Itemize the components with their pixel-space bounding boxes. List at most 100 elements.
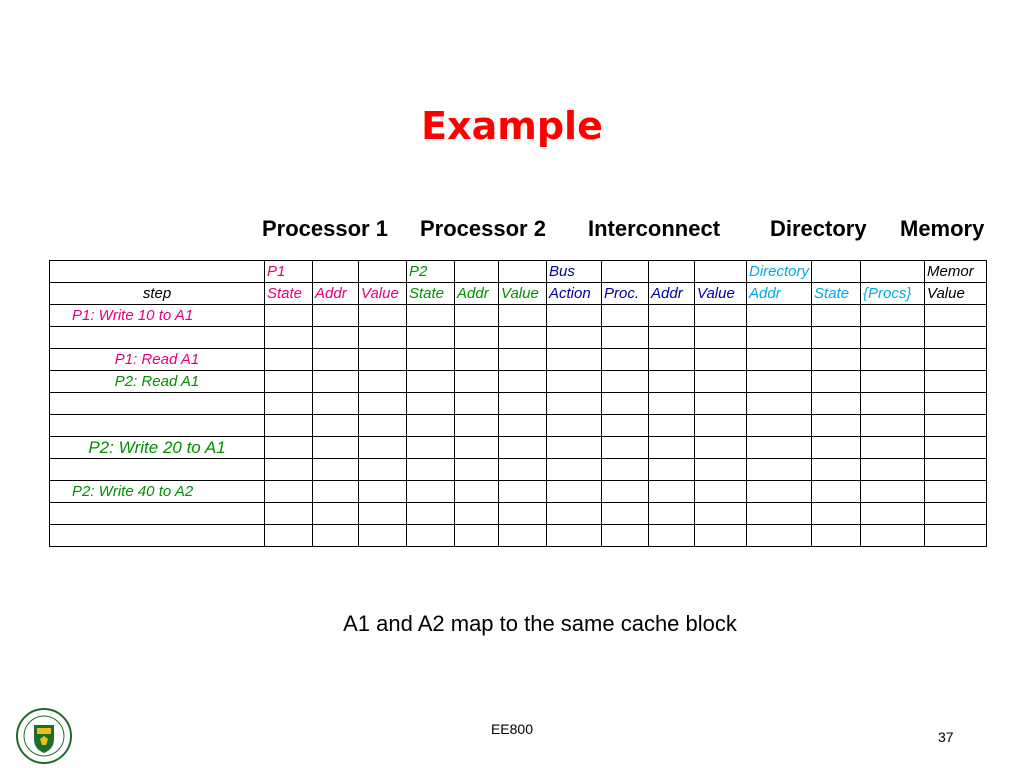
empty-cell [264,392,313,415]
empty-cell [264,502,313,525]
step-cell [49,502,265,525]
empty-cell [454,480,499,503]
empty-cell [498,326,547,349]
step-cell: P2: Write 40 to A2 [49,480,265,503]
empty-cell [358,458,407,481]
empty-cell [498,502,547,525]
header-cell: P2 [406,260,455,283]
empty-cell [454,458,499,481]
empty-cell [811,392,862,415]
empty-cell [498,392,547,415]
empty-cell [811,502,862,525]
step-cell: P2: Write 20 to A1 [49,436,265,459]
header-cell: Action [546,282,602,305]
empty-cell [648,370,695,393]
step-cell: P2: Read A1 [49,370,265,393]
empty-cell [358,348,407,371]
step-cell [49,458,265,481]
empty-cell [924,326,988,349]
page-number: 37 [938,729,954,745]
step-cell [49,414,265,437]
cache-block-note: A1 and A2 map to the same cache block [343,611,737,636]
heading-processor-1: Processor 1 [262,216,388,241]
table-row [49,502,988,525]
header-cell [860,260,926,283]
empty-cell [648,480,695,503]
header-cell: Addr [745,282,813,305]
empty-cell [601,502,649,525]
empty-cell [454,370,499,393]
empty-cell [406,502,455,525]
empty-cell [546,370,602,393]
empty-cell [312,524,359,547]
empty-cell [694,304,747,327]
empty-cell [648,392,695,415]
empty-cell [601,524,649,547]
empty-cell [312,480,359,503]
header-cell: Value [924,282,988,305]
empty-cell [694,414,747,437]
empty-cell [312,326,359,349]
empty-cell [358,326,407,349]
empty-cell [498,458,547,481]
empty-cell [924,304,988,327]
empty-cell [745,392,813,415]
empty-cell [860,436,926,459]
empty-cell [745,480,813,503]
empty-cell [498,436,547,459]
empty-cell [601,458,649,481]
header-cell: Proc. [601,282,649,305]
empty-cell [312,414,359,437]
empty-cell [745,414,813,437]
empty-cell [264,304,313,327]
empty-cell [694,502,747,525]
empty-cell [454,392,499,415]
empty-cell [694,524,747,547]
empty-cell [811,348,862,371]
empty-cell [454,436,499,459]
empty-cell [860,524,926,547]
empty-cell [406,524,455,547]
empty-cell [601,414,649,437]
empty-cell [745,326,813,349]
header-cell: State [406,282,455,305]
empty-cell [648,414,695,437]
step-cell [49,392,265,415]
header-cell [312,260,359,283]
header-cell [648,260,695,283]
header-cell: Addr [454,282,499,305]
empty-cell [546,326,602,349]
empty-cell [924,458,988,481]
empty-cell [694,326,747,349]
empty-cell [860,304,926,327]
empty-cell [546,414,602,437]
empty-cell [601,480,649,503]
empty-cell [601,370,649,393]
empty-cell [860,370,926,393]
empty-cell [601,326,649,349]
empty-cell [694,436,747,459]
empty-cell [358,304,407,327]
empty-cell [406,436,455,459]
empty-cell [811,326,862,349]
empty-cell [811,414,862,437]
empty-cell [498,480,547,503]
empty-cell [264,524,313,547]
empty-cell [312,348,359,371]
empty-cell [454,348,499,371]
empty-cell [648,502,695,525]
empty-cell [924,370,988,393]
empty-cell [601,392,649,415]
empty-cell [601,304,649,327]
step-cell: P1: Read A1 [49,348,265,371]
empty-cell [745,458,813,481]
empty-cell [406,304,455,327]
empty-cell [601,348,649,371]
empty-cell [648,304,695,327]
heading-memory: Memory [900,216,985,241]
empty-cell [498,370,547,393]
empty-cell [406,414,455,437]
step-cell [49,326,265,349]
